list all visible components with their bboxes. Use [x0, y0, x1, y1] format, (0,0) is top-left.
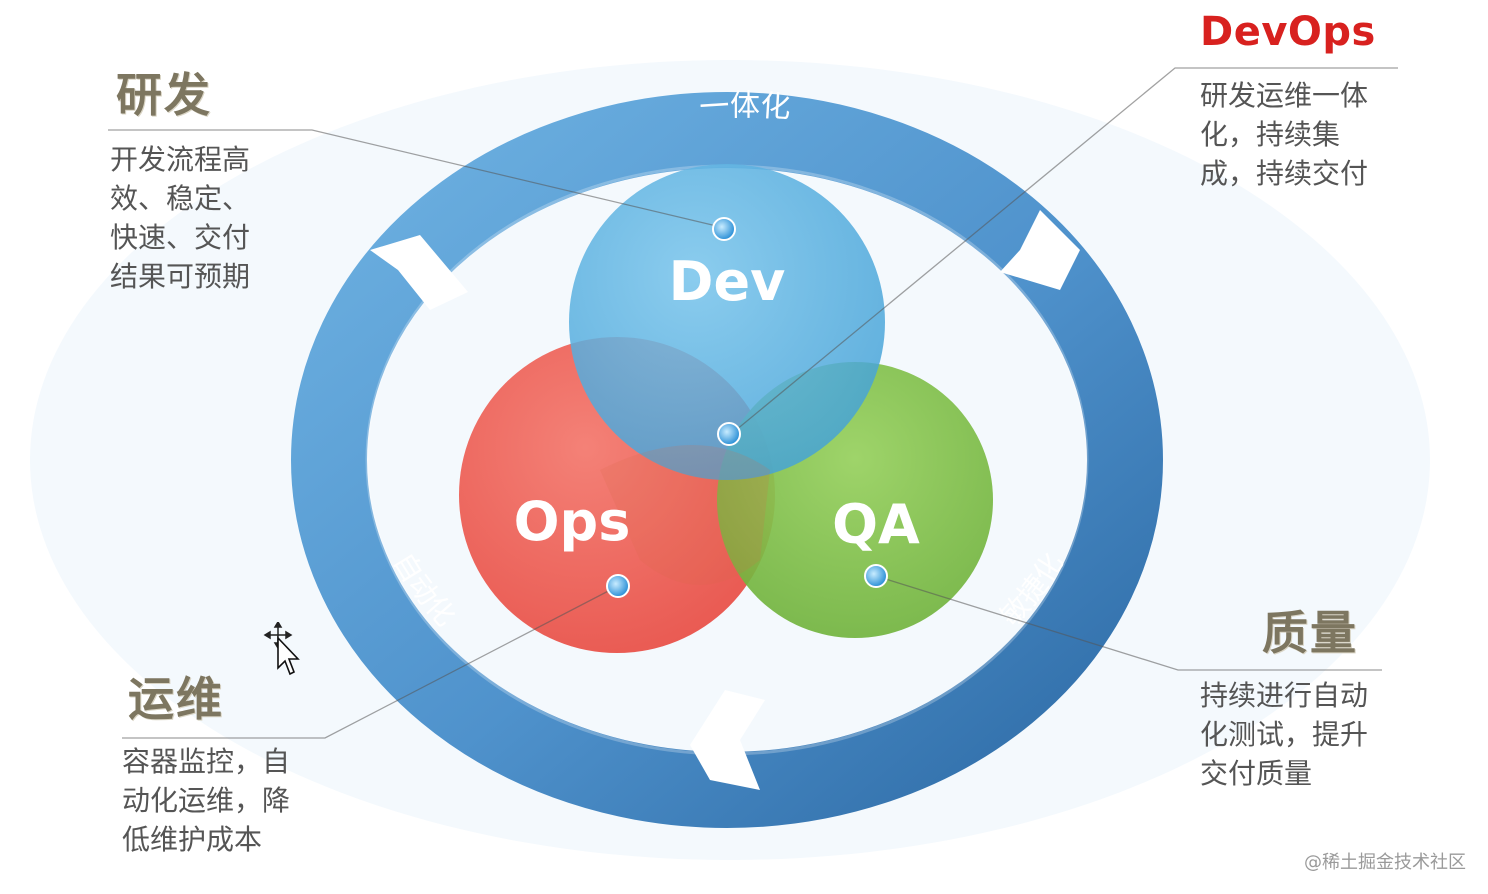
ring-gap-right [1000, 210, 1080, 290]
dev-label: Dev [669, 250, 786, 313]
watermark: @稀土掘金技术社区 [1304, 852, 1466, 873]
leader-line-dev [108, 129, 726, 229]
move-cursor-icon [263, 622, 300, 676]
ops-anchor-dot [606, 574, 630, 598]
ring-label-top: 一体化 [698, 89, 791, 126]
dev-panel-text: 开发流程高 效、稳定、 快速、交付 结果可预期 [110, 143, 251, 293]
ops-panel-title: 运维 [128, 672, 224, 726]
venn [459, 164, 993, 653]
anchor-dots [606, 217, 888, 598]
qa-anchor-dot [864, 564, 888, 588]
ring-gap-left [370, 235, 468, 310]
devops-panel-title: DevOps [1200, 9, 1376, 55]
devops-panel-text: 研发运维一体 化，持续集 成，持续交付 [1200, 79, 1369, 190]
ops-label: Ops [514, 490, 631, 553]
ring-gap-bottom [690, 690, 765, 790]
dev-panel-title: 研发 [116, 68, 212, 122]
qa-panel-text: 持续进行自动 化测试，提升 交付质量 [1200, 679, 1369, 790]
ops-panel-text: 容器监控，自 动化运维，降 低维护成本 [122, 745, 291, 856]
qa-label: QA [832, 493, 920, 556]
leader-lines [108, 67, 1398, 739]
cycle-ring [291, 92, 1163, 828]
leader-line-qa [875, 575, 1382, 671]
ring-band [291, 92, 1163, 828]
dev-circle [569, 164, 885, 480]
leader-line-ops [122, 585, 619, 739]
dev-anchor-dot [712, 217, 736, 241]
devops-anchor-dot [717, 422, 741, 446]
qa-panel-title: 质量 [1262, 606, 1358, 660]
overlap-tint [600, 445, 770, 585]
leader-line-devops [729, 67, 1398, 436]
